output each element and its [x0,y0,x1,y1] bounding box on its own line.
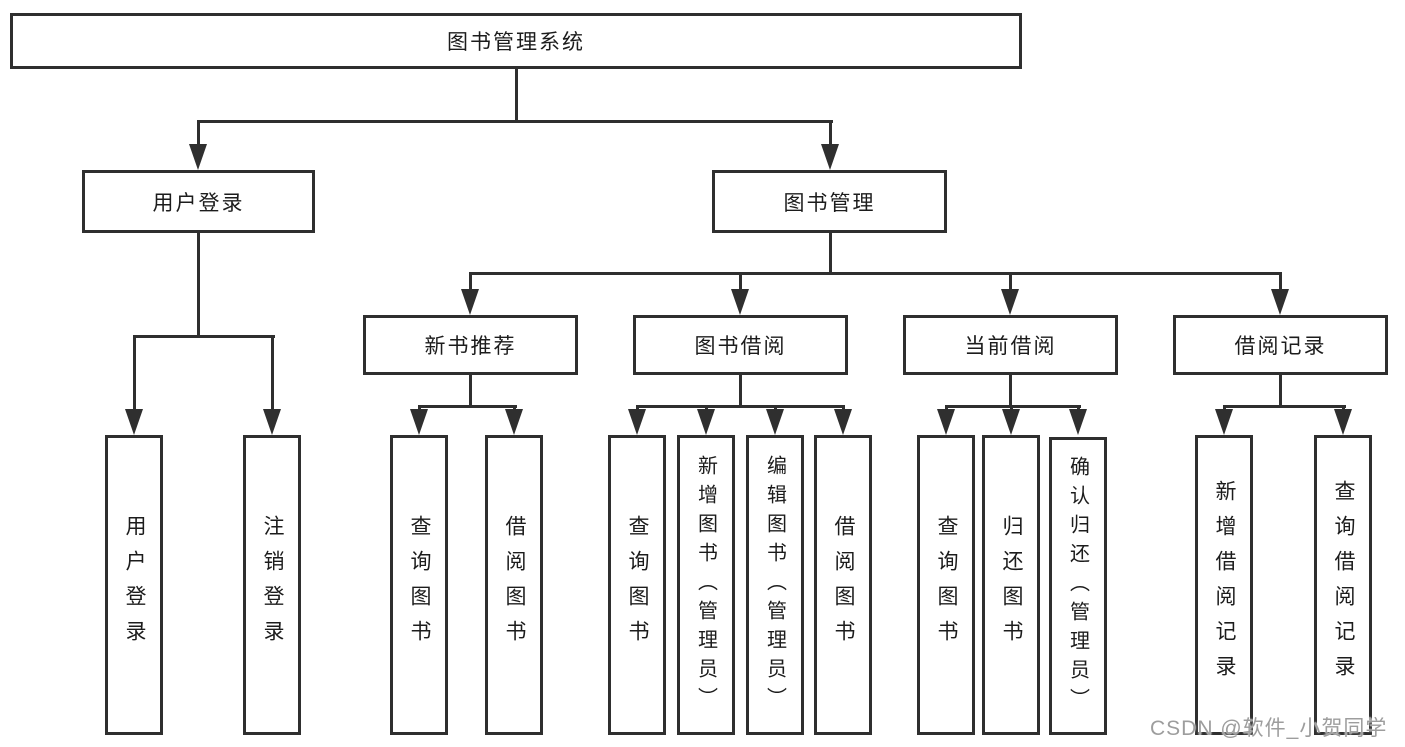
arrow-down-icon [1069,409,1087,435]
connector-line [133,335,275,338]
node-label: 编辑图书（管理员） [763,454,786,716]
arrow-down-icon [125,409,143,435]
node-label: 归还图书 [1000,515,1023,655]
arrow-down-icon [461,289,479,315]
leaf-add-books-admin: 新增图书（管理员） [677,435,735,735]
connector-line [636,405,845,408]
node-current-borrowing: 当前借阅 [903,315,1118,375]
leaf-edit-books-admin: 编辑图书（管理员） [746,435,804,735]
arrow-down-icon [731,289,749,315]
connector-line [829,120,832,150]
arrow-down-icon [834,409,852,435]
connector-line [829,233,832,275]
connector-line [418,405,517,408]
leaf-confirm-return-admin: 确认归还（管理员） [1049,437,1107,735]
node-borrowing-records: 借阅记录 [1173,315,1388,375]
node-label: 查询借阅记录 [1332,480,1355,690]
node-label: 用户登录 [123,515,146,655]
arrow-down-icon [410,409,428,435]
connector-line [197,120,200,150]
node-label: 当前借阅 [964,335,1057,358]
connector-line [271,335,274,415]
connector-line [1223,405,1346,408]
arrow-down-icon [1271,289,1289,315]
node-label: 借阅记录 [1234,335,1327,358]
leaf-user-login: 用户登录 [105,435,163,735]
node-label: 图书管理 [783,191,876,215]
arrow-down-icon [628,409,646,435]
connector-line [133,335,136,415]
node-book-borrowing: 图书借阅 [633,315,848,375]
arrow-down-icon [263,409,281,435]
leaf-query-borrow-record: 查询借阅记录 [1314,435,1372,735]
leaf-query-books-current: 查询图书 [917,435,975,735]
arrow-down-icon [697,409,715,435]
leaf-return-books: 归还图书 [982,435,1040,735]
connector-line [469,375,472,408]
connector-line [945,405,1081,408]
node-new-book-recommend: 新书推荐 [363,315,578,375]
node-label: 用户登录 [152,191,245,215]
node-label: 图书借阅 [694,335,787,358]
arrow-down-icon [1002,409,1020,435]
arrow-down-icon [1001,289,1019,315]
connector-line [739,272,742,292]
connector-line [197,120,833,123]
connector-line [469,272,472,292]
leaf-query-books-recommend: 查询图书 [390,435,448,735]
leaf-query-books-borrow: 查询图书 [608,435,666,735]
node-root-system: 图书管理系统 [10,13,1022,69]
leaf-add-borrow-record: 新增借阅记录 [1195,435,1253,735]
arrow-down-icon [766,409,784,435]
connector-line [739,375,742,408]
arrow-down-icon [505,409,523,435]
leaf-logout-login: 注销登录 [243,435,301,735]
node-label: 新增图书（管理员） [694,454,717,716]
connector-line [469,272,1282,275]
leaf-borrow-books: 借阅图书 [814,435,872,735]
connector-line [1009,375,1012,408]
node-label: 查询图书 [626,515,649,655]
node-label: 查询图书 [408,515,431,655]
arrow-down-icon [937,409,955,435]
watermark: CSDN @软件_小贺同学 [1150,717,1388,740]
arrow-down-icon [189,144,207,170]
node-label: 查询图书 [935,515,958,655]
connector-line [1279,272,1282,292]
connector-line [1279,375,1282,408]
node-label: 新书推荐 [424,335,517,358]
node-user-login: 用户登录 [82,170,315,233]
node-label: 图书管理系统 [447,31,585,54]
node-label: 新增借阅记录 [1213,480,1236,690]
connector-line [515,68,518,123]
connector-line [1009,272,1012,292]
node-book-management: 图书管理 [712,170,947,233]
node-label: 借阅图书 [832,515,855,655]
node-label: 注销登录 [261,515,284,655]
node-label: 确认归还（管理员） [1066,455,1089,717]
connector-line [197,233,200,338]
arrow-down-icon [1334,409,1352,435]
node-label: 借阅图书 [503,515,526,655]
arrow-down-icon [821,144,839,170]
arrow-down-icon [1215,409,1233,435]
leaf-borrow-books-recommend: 借阅图书 [485,435,543,735]
